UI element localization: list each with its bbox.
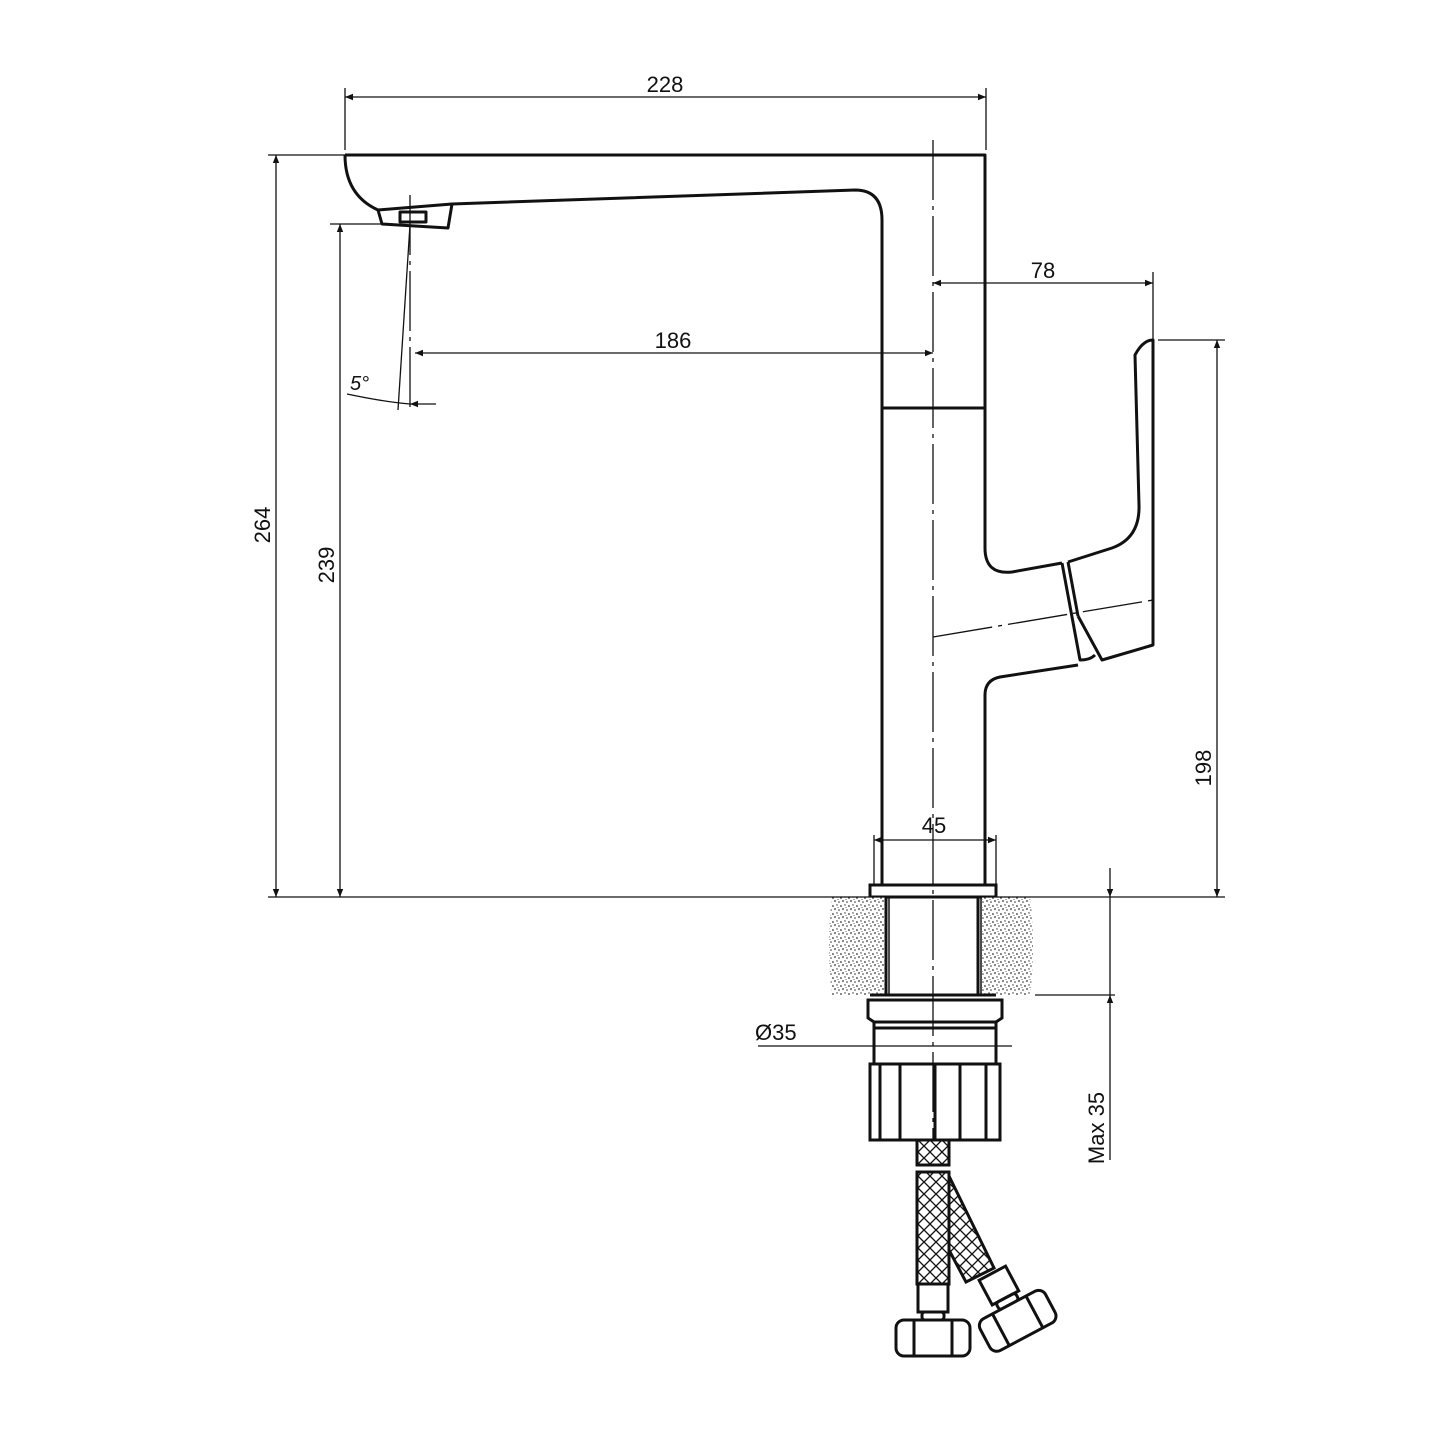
dimension-lines (268, 88, 1225, 1160)
dim-max-countertop: Max 35 (1084, 1092, 1109, 1164)
dim-spout-reach: 186 (655, 328, 692, 353)
dim-body-diameter: 45 (922, 813, 946, 838)
dim-spout-angle: 5° (350, 373, 369, 395)
dim-thread-diameter: Ø35 (755, 1020, 797, 1045)
countertop-left (829, 897, 886, 995)
dim-handle-height: 198 (1191, 750, 1216, 787)
dim-aerator-height: 239 (314, 547, 339, 584)
supply-hoses (894, 1138, 1058, 1358)
dim-handle-offset: 78 (1031, 258, 1055, 283)
faucet-body (343, 153, 1155, 885)
center-lines (409, 140, 1154, 1140)
mounting-nut (866, 998, 1004, 1142)
countertop-right (982, 897, 1033, 995)
dim-overall-reach: 228 (647, 72, 684, 97)
dim-overall-height: 264 (250, 507, 275, 544)
